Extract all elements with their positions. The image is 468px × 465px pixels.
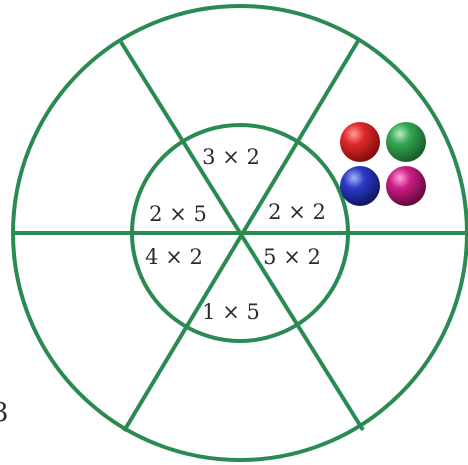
inner-label-lower-right: 5 × 2 <box>263 245 321 269</box>
inner-label-top: 3 × 2 <box>202 145 260 169</box>
side-mark: 3 <box>0 398 9 428</box>
inner-label-upper-left: 2 × 5 <box>149 202 207 226</box>
inner-label-bottom: 1 × 5 <box>202 300 260 324</box>
inner-label-lower-left: 4 × 2 <box>145 245 203 269</box>
inner-label-upper-right: 2 × 2 <box>268 200 326 224</box>
ball-cluster <box>340 122 426 206</box>
red-ball-icon <box>340 122 380 162</box>
blue-ball-icon <box>340 166 380 206</box>
magenta-ball-icon <box>386 166 426 206</box>
green-ball-icon <box>386 122 426 162</box>
